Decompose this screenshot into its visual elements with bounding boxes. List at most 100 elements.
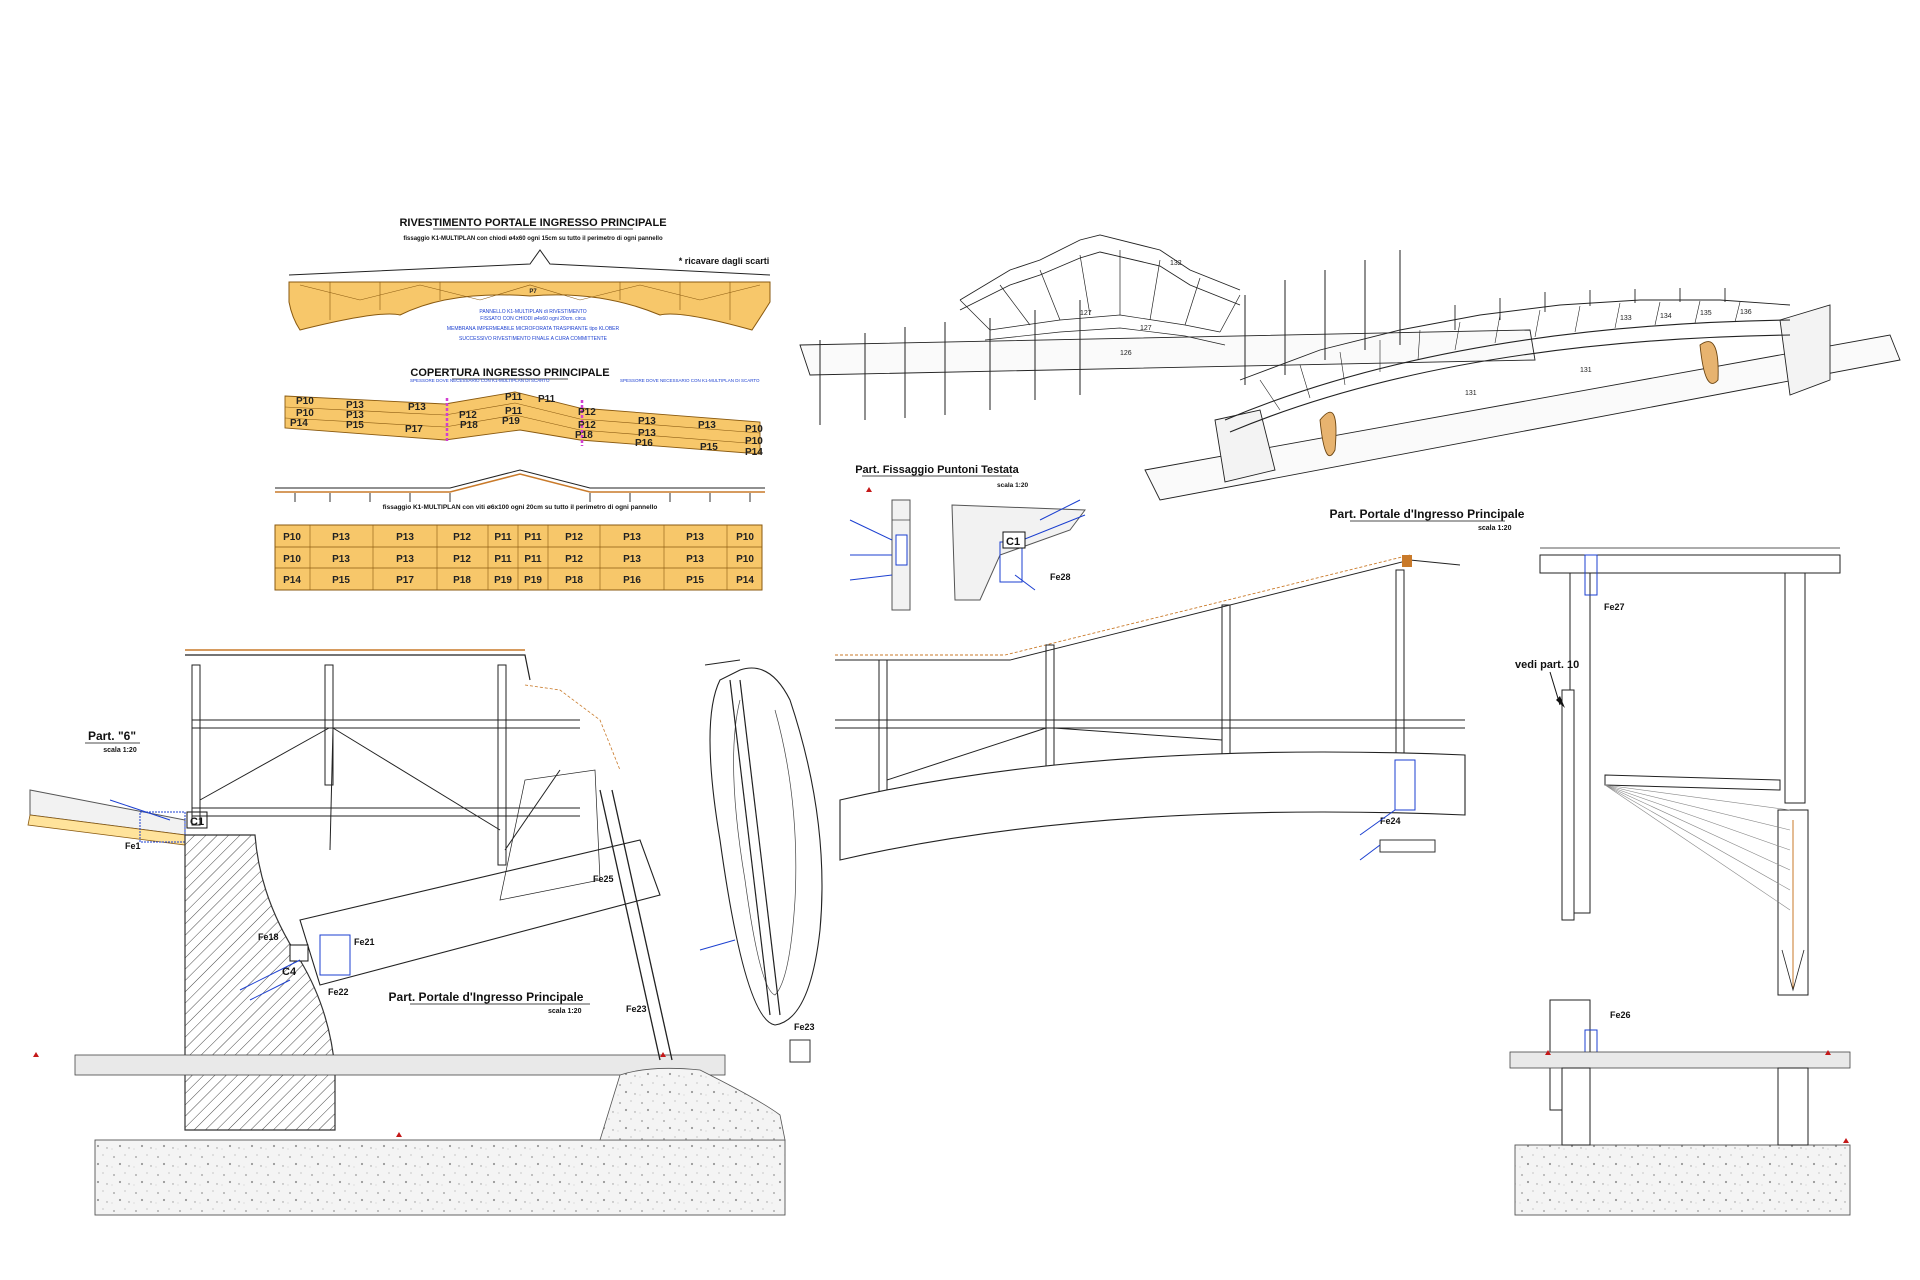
svg-text:P11: P11 — [505, 406, 523, 417]
left-detail: Part. "6" scala 1:20 C1 Fe1 — [27, 649, 823, 1216]
svg-text:P13: P13 — [638, 416, 656, 427]
left-foundation — [94, 1139, 786, 1216]
fissaggio-c1-tag: C1 — [1006, 536, 1020, 548]
tag-fe23-b: Fe23 — [794, 1022, 815, 1032]
svg-text:P13: P13 — [686, 532, 704, 543]
copertura-section: COPERTURA INGRESSO PRINCIPALE SPESSORE D… — [274, 367, 765, 591]
isometric-view: 131 131 127 127 126 132 133 134 135 136 — [799, 234, 1901, 501]
tag-fe27: Fe27 — [1604, 602, 1625, 612]
rivestimento-roof-line — [288, 249, 771, 276]
svg-text:P11: P11 — [538, 394, 556, 405]
panel-grid-labels: P10 P13 P13 P12 P11 P11 P12 P13 P13 P10 … — [283, 532, 754, 586]
svg-text:127: 127 — [1080, 310, 1092, 317]
rivestimento-note-1: PANNELLO K1-MULTIPLAN di RIVESTIMENTO — [479, 309, 586, 315]
svg-text:131: 131 — [1465, 390, 1477, 397]
svg-text:P14: P14 — [745, 447, 763, 458]
svg-text:P13: P13 — [396, 554, 414, 565]
svg-text:133: 133 — [1620, 315, 1632, 322]
rivestimento-title: RIVESTIMENTO PORTALE INGRESSO PRINCIPALE — [399, 217, 666, 229]
tag-fe25: Fe25 — [593, 874, 614, 884]
svg-text:P12: P12 — [459, 410, 477, 421]
rivestimento-note-3: MEMBRANA IMPERMEABILE MICROFORATA TRASPI… — [447, 326, 620, 332]
fissaggio-scale: scala 1:20 — [997, 482, 1028, 489]
svg-text:P18: P18 — [460, 420, 478, 431]
svg-text:131: 131 — [1580, 367, 1592, 374]
svg-text:P10: P10 — [283, 532, 301, 543]
svg-text:P18: P18 — [575, 430, 593, 441]
tag-fe1: Fe1 — [125, 841, 141, 851]
left-main-scale: scala 1:20 — [548, 1008, 582, 1015]
svg-text:P12: P12 — [578, 420, 596, 431]
svg-text:P15: P15 — [346, 420, 364, 431]
arched-beam — [839, 751, 1466, 861]
svg-text:132: 132 — [1170, 260, 1182, 267]
panel-grid — [274, 524, 763, 591]
tag-fe22: Fe22 — [328, 987, 349, 997]
svg-text:P13: P13 — [346, 410, 364, 421]
svg-text:136: 136 — [1740, 309, 1752, 316]
iso-labels: 131 131 127 127 126 132 133 134 135 136 — [1080, 260, 1752, 397]
svg-text:P11: P11 — [494, 554, 512, 565]
elevation-markers — [33, 487, 1849, 1143]
svg-text:P18: P18 — [453, 575, 471, 586]
svg-text:P11: P11 — [524, 532, 542, 543]
copertura-side-note-left: SPESSORE DOVE NECESSARIO CON K1-MULTIPLA… — [410, 378, 550, 383]
rivestimento-note-4: SUCCESSIVO RIVESTIMENTO FINALE A CURA CO… — [459, 336, 608, 342]
svg-text:P11: P11 — [524, 554, 542, 565]
svg-text:P13: P13 — [332, 532, 350, 543]
svg-text:P12: P12 — [453, 532, 471, 543]
svg-text:P12: P12 — [565, 532, 583, 543]
svg-text:P10: P10 — [296, 408, 314, 419]
svg-text:P16: P16 — [635, 438, 653, 449]
svg-text:P11: P11 — [505, 392, 523, 403]
svg-text:P19: P19 — [494, 575, 512, 586]
svg-text:P14: P14 — [290, 418, 308, 429]
inclined-beam — [299, 839, 661, 986]
svg-text:P14: P14 — [283, 575, 301, 586]
right-center-detail: Part. Portale d'Ingresso Principale scal… — [835, 507, 1525, 861]
copertura-section-line — [275, 469, 765, 489]
svg-text:P13: P13 — [698, 420, 716, 431]
svg-text:P19: P19 — [524, 575, 542, 586]
fissaggio-section: Part. Fissaggio Puntoni Testata scala 1:… — [849, 464, 1086, 611]
svg-text:P15: P15 — [332, 575, 350, 586]
copertura-side-note-right: SPESSORE DOVE NECESSARIO CON K1-MULTIPLA… — [620, 378, 760, 383]
copertura-subtitle: fissaggio K1-MULTIPLAN con viti ø6x100 o… — [383, 504, 658, 511]
svg-text:134: 134 — [1660, 313, 1672, 320]
svg-text:P10: P10 — [745, 436, 763, 447]
part6-title: Part. "6" — [88, 729, 136, 743]
svg-text:P13: P13 — [396, 532, 414, 543]
svg-text:P13: P13 — [332, 554, 350, 565]
right-main-title: Part. Portale d'Ingresso Principale — [1330, 507, 1525, 521]
svg-text:P16: P16 — [623, 575, 641, 586]
rivestimento-panel — [288, 281, 771, 331]
left-main-title: Part. Portale d'Ingresso Principale — [389, 990, 584, 1004]
tag-fe26: Fe26 — [1610, 1010, 1631, 1020]
far-right-detail: Fe27 vedi part. 10 Fe26 — [1509, 547, 1851, 1216]
svg-text:P13: P13 — [623, 554, 641, 565]
svg-text:P13: P13 — [623, 532, 641, 543]
fissaggio-title: Part. Fissaggio Puntoni Testata — [855, 464, 1019, 476]
vedi-part-label: vedi part. 10 — [1515, 659, 1579, 671]
svg-text:135: 135 — [1700, 310, 1712, 317]
svg-text:127: 127 — [1140, 325, 1152, 332]
rivestimento-note-2: FISSATO CON CHIODI ø4x60 ogni 20cm. circ… — [480, 316, 586, 322]
svg-text:P13: P13 — [686, 554, 704, 565]
svg-text:P13: P13 — [638, 428, 656, 439]
tag-fe18: Fe18 — [258, 932, 279, 942]
copertura-title: COPERTURA INGRESSO PRINCIPALE — [410, 367, 609, 379]
tag-fe23-a: Fe23 — [626, 1004, 647, 1014]
svg-text:P10: P10 — [283, 554, 301, 565]
svg-text:P10: P10 — [736, 532, 754, 543]
svg-text:P12: P12 — [578, 407, 596, 418]
part6-scale: scala 1:20 — [103, 747, 137, 754]
wing-element — [709, 667, 823, 1026]
center-panel-label: P7 — [529, 289, 537, 295]
tag-fe21: Fe21 — [354, 937, 375, 947]
svg-text:P13: P13 — [408, 402, 426, 413]
svg-text:P19: P19 — [502, 416, 520, 427]
rivestimento-section: RIVESTIMENTO PORTALE INGRESSO PRINCIPALE… — [288, 217, 771, 342]
left-wall — [184, 834, 336, 1131]
right-main-scale: scala 1:20 — [1478, 525, 1512, 532]
tag-fe24: Fe24 — [1380, 816, 1401, 826]
